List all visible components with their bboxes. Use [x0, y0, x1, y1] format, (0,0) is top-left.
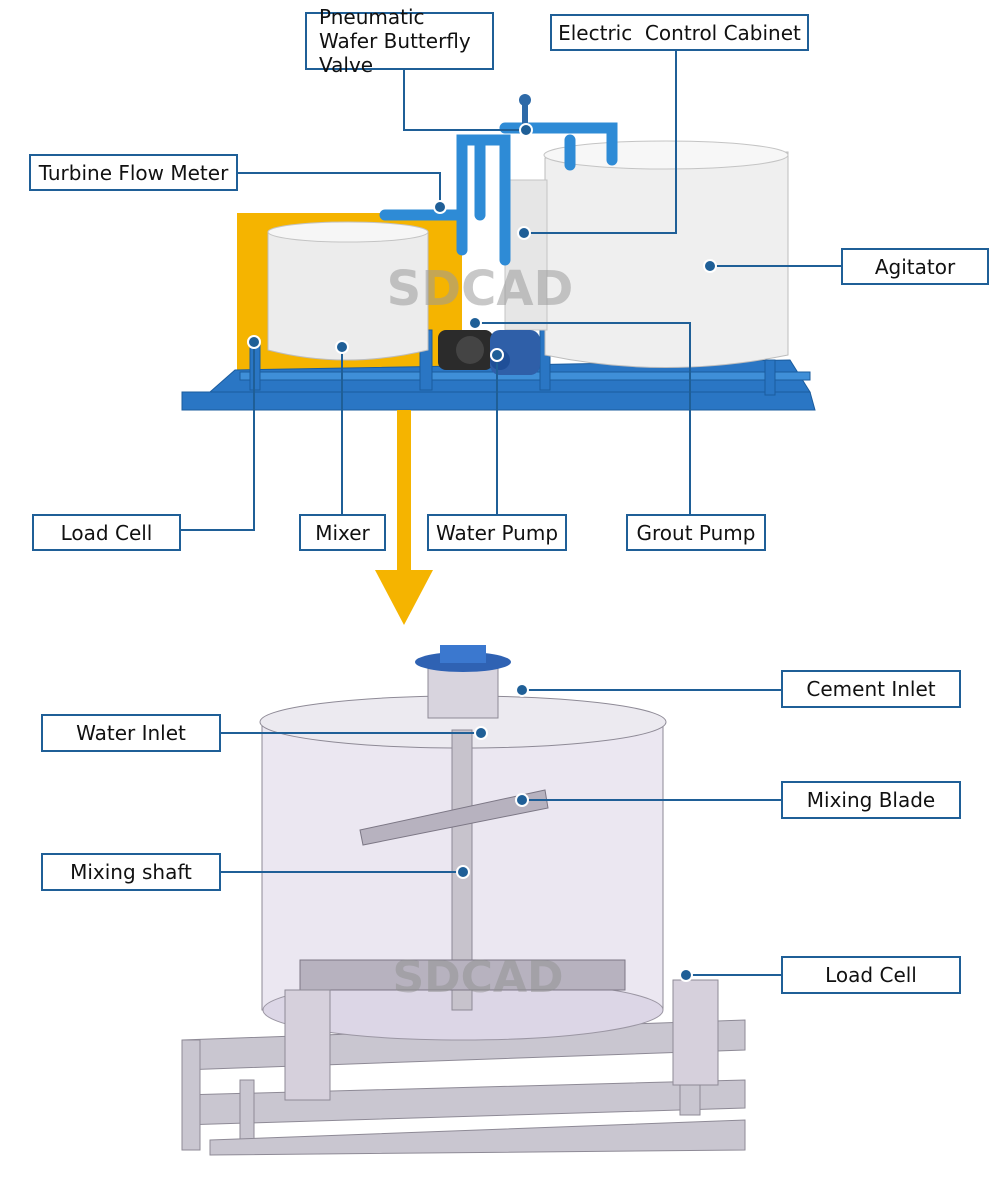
label-water-pump: Water Pump [427, 514, 567, 551]
callout-dots [247, 123, 717, 982]
label-pneumatic-valve: Pneumatic Wafer Butterfly Valve [305, 5, 494, 77]
callout-lines [180, 50, 842, 976]
water-pump-unit [438, 330, 493, 370]
label-load-cell-bottom: Load Cell [781, 956, 961, 994]
grouting-station-illustration: SDCAD [181, 94, 816, 411]
mixer-tank [267, 221, 429, 361]
label-turbine-flow-meter: Turbine Flow Meter [29, 154, 238, 191]
label-control-cabinet: Electric Control Cabinet [550, 14, 809, 51]
gearbox-base [427, 667, 499, 719]
label-cement-inlet: Cement Inlet [781, 670, 961, 708]
agitator-tank [504, 140, 789, 368]
upper-blade [359, 789, 549, 846]
label-mixing-blade: Mixing Blade [781, 781, 961, 819]
watermark-top: SDCAD [387, 261, 574, 317]
valve-handle [519, 94, 531, 106]
down-arrow [375, 410, 433, 625]
mixer-cutaway-illustration: SDCAD [181, 645, 746, 1156]
label-agitator: Agitator [841, 248, 989, 285]
label-mixing-shaft: Mixing shaft [41, 853, 221, 891]
label-grout-pump: Grout Pump [626, 514, 766, 551]
lower-blade [299, 959, 626, 991]
valve-stem [522, 104, 528, 126]
watermark-bottom: SDCAD [392, 952, 563, 1003]
pipework [379, 122, 618, 266]
label-load-cell-top: Load Cell [32, 514, 181, 551]
label-water-inlet: Water Inlet [41, 714, 221, 752]
motor-housing [440, 645, 486, 663]
left-support [284, 989, 331, 1101]
right-support [672, 979, 719, 1086]
label-mixer: Mixer [299, 514, 386, 551]
